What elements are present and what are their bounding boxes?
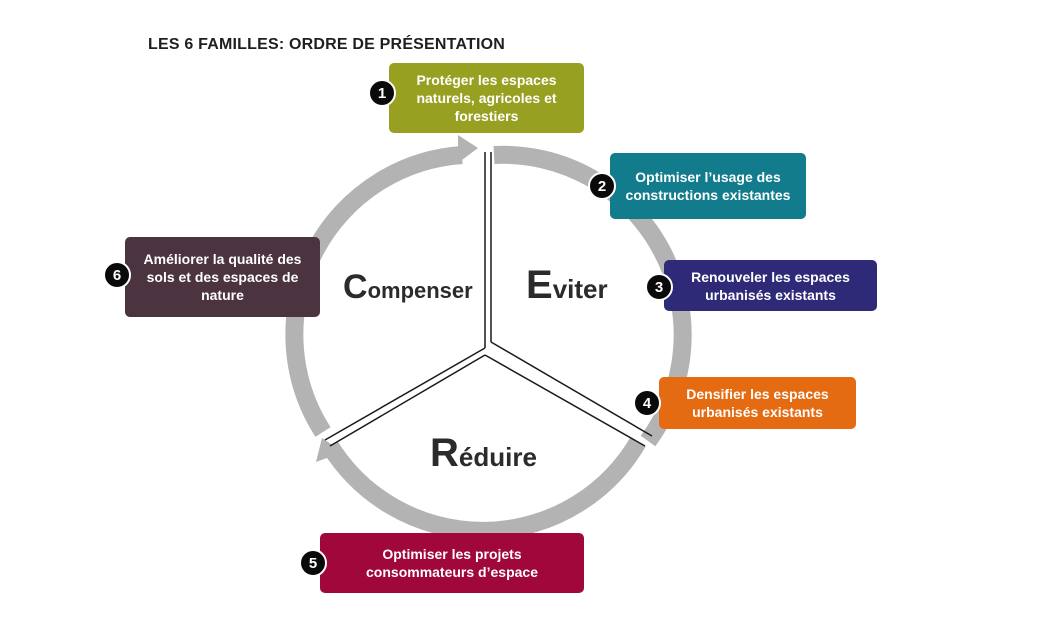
family-badge-5: 5 xyxy=(299,549,327,577)
family-label-2: Optimiser l’usage des constructions exis… xyxy=(625,169,791,203)
family-box-3: Renouveler les espaces urbanisés existan… xyxy=(664,260,877,311)
family-label-5: Optimiser les projets consommateurs d’es… xyxy=(366,546,538,580)
family-badge-6: 6 xyxy=(103,261,131,289)
arrowhead-bottom-left xyxy=(316,438,343,462)
sector-reduire: Réduire xyxy=(430,431,537,476)
family-label-4: Densifier les espaces urbanisés existant… xyxy=(686,386,829,420)
family-badge-4: 4 xyxy=(633,389,661,417)
family-badge-3: 3 xyxy=(645,273,673,301)
divider-right xyxy=(484,341,653,447)
diagram-title: LES 6 FAMILLES: ORDRE DE PRÉSENTATION xyxy=(148,36,506,53)
sector-eviter: Eviter xyxy=(526,263,608,308)
divider-top xyxy=(484,152,492,348)
divider-left xyxy=(324,347,486,447)
family-box-2: Optimiser l’usage des constructions exis… xyxy=(610,153,806,219)
sector-compenser-rest: ompenser xyxy=(367,278,473,303)
arrowhead-top xyxy=(458,135,478,163)
ring-arc-reduire xyxy=(322,437,646,540)
sector-reduire-rest: éduire xyxy=(458,442,537,472)
family-label-1: Protéger les espaces naturels, agricoles… xyxy=(416,72,557,124)
family-box-5: Optimiser les projets consommateurs d’es… xyxy=(320,533,584,593)
sector-compenser: Compenser xyxy=(343,268,473,307)
family-label-6: Améliorer la qualité des sols et des esp… xyxy=(143,251,302,303)
family-box-6: Améliorer la qualité des sols et des esp… xyxy=(125,237,320,317)
family-box-4: Densifier les espaces urbanisés existant… xyxy=(659,377,856,429)
family-badge-1: 1 xyxy=(368,79,396,107)
sector-reduire-initial: R xyxy=(430,431,459,475)
family-badge-2: 2 xyxy=(588,172,616,200)
sector-eviter-rest: viter xyxy=(552,274,608,304)
sector-compenser-initial: C xyxy=(343,268,368,306)
sector-eviter-initial: E xyxy=(526,263,553,307)
family-box-1: Protéger les espaces naturels, agricoles… xyxy=(389,63,584,133)
family-label-3: Renouveler les espaces urbanisés existan… xyxy=(691,268,850,303)
